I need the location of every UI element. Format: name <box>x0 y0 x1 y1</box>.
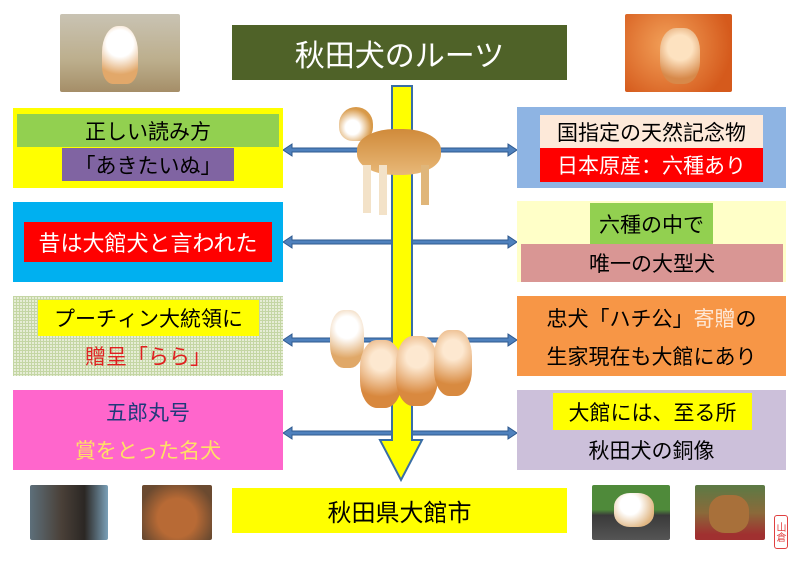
yume-gift-text: 贈呈「らら」 <box>85 345 211 369</box>
left-box-odate-dog: 昔は大館犬と言われた <box>13 202 283 282</box>
gorou-name: 五郎丸号 <box>106 401 190 425</box>
only-large-dog-text: 唯一の大型犬 <box>521 244 783 282</box>
hachiko-name: 忠犬「ハチ公」 <box>546 307 694 331</box>
right-box-monument: 国指定の天然記念物 日本原産：六種あり <box>517 107 786 188</box>
akita-adult-dog-image <box>335 105 445 217</box>
right-box-statues: 大館には、至る所 秋田犬の銅像 <box>517 390 786 470</box>
putin-text: プーチィン大統領に <box>38 300 259 336</box>
hachiko-text: 忠犬「ハチ公」寄贈の <box>517 300 786 336</box>
reading-value: 「あきたいぬ」 <box>62 148 234 181</box>
brown-dog-photo <box>695 485 765 540</box>
akita-puppy-photo-top-left <box>60 14 180 92</box>
left-box-putin: プーチィン大統領に 贈呈「らら」 <box>13 296 283 376</box>
dark-akita-photo <box>30 485 108 540</box>
donation-word: 寄贈 <box>693 307 736 331</box>
mastiff-photo <box>142 485 212 540</box>
akita-puppy-photo-top-right <box>625 14 732 92</box>
everywhere-text: 大館には、至る所 <box>553 393 752 430</box>
hachiko-particle: の <box>735 307 757 331</box>
right-box-hachiko: 忠犬「ハチ公」寄贈の 生家現在も大館にあり <box>517 296 786 376</box>
right-box-large-dog: 六種の中で 唯一の大型犬 <box>517 201 786 282</box>
monument-text: 国指定の天然記念物 <box>540 115 763 148</box>
location-label: 秋田県大館市 <box>232 488 567 533</box>
statue-text: 秋田犬の銅像 <box>588 439 715 463</box>
six-breeds-text: 日本原産：六種あり <box>540 148 763 182</box>
among-six-text: 六種の中で <box>590 203 713 244</box>
left-box-reading: 正しい読み方 「あきたいぬ」 <box>13 108 283 188</box>
akita-puppies-image <box>330 310 475 410</box>
birthplace-text: 生家現在も大館にあり <box>546 345 757 369</box>
odate-dog-text: 昔は大館犬と言われた <box>24 222 272 262</box>
seal-stamp: 山倉 <box>774 515 788 549</box>
akita-lying-photo <box>592 485 670 540</box>
reading-label: 正しい読み方 <box>17 114 279 147</box>
left-box-gorou: 五郎丸号 賞をとった名犬 <box>13 390 283 470</box>
page-title: 秋田犬のルーツ <box>232 25 567 80</box>
gorou-award: 賞をとった名犬 <box>74 439 222 463</box>
